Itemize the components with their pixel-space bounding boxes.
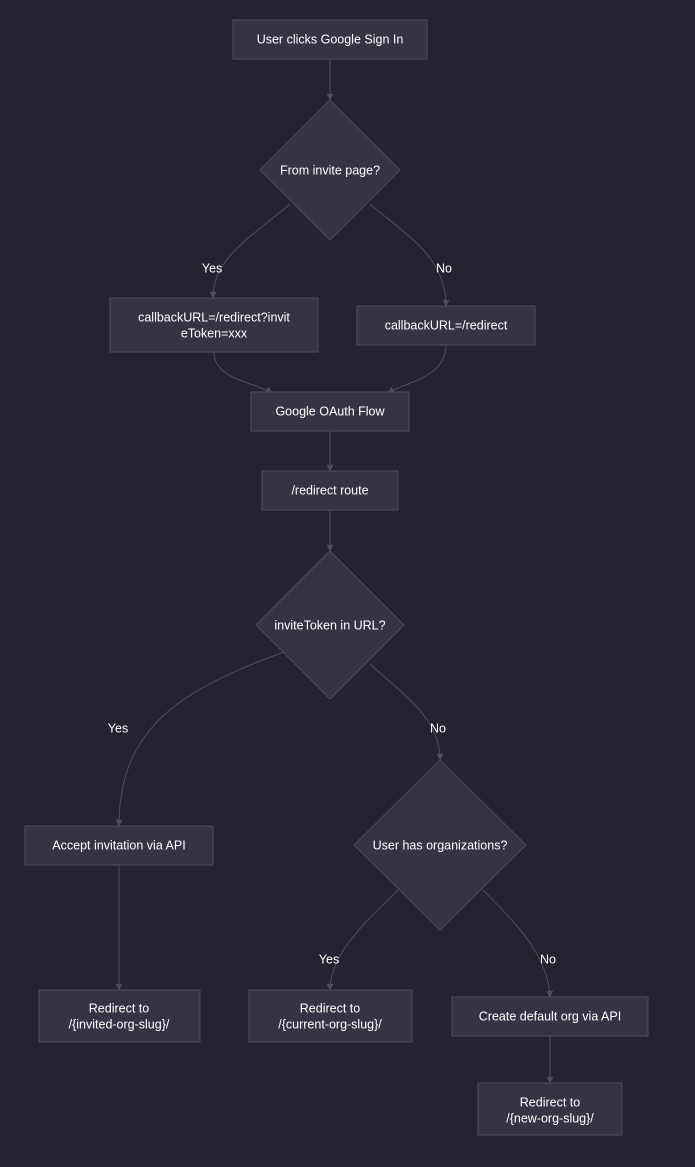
edge-labels: Yes No Yes No Yes No	[108, 261, 556, 966]
redirect-route-label: /redirect route	[291, 483, 368, 497]
edge-label-invite-no: No	[436, 261, 452, 275]
token-check-decision: inviteToken in URL?	[255, 550, 405, 700]
redirect-route-node: /redirect route	[261, 470, 399, 511]
edge-token-no	[369, 663, 444, 761]
callback-invite-label-line2: eToken=xxx	[181, 326, 248, 340]
edge-from-invite-no	[369, 203, 450, 307]
redirect-current-label-line2: /{current-org-slug}/	[278, 1017, 382, 1031]
callback-plain-label: callbackURL=/redirect	[385, 318, 508, 332]
redirect-new-label-line1: Redirect to	[520, 1095, 580, 1109]
edge-callback-invite-to-oauth	[213, 351, 273, 394]
has-orgs-decision: User has organizations?	[353, 759, 527, 931]
has-orgs-decision-label: User has organizations?	[373, 838, 508, 852]
edge-label-token-no: No	[430, 721, 446, 735]
redirect-new-label-line2: /{new-org-slug}/	[506, 1111, 594, 1125]
redirect-invited-label-line2: /{invited-org-slug}/	[69, 1017, 170, 1031]
edges	[115, 59, 554, 1084]
edge-label-orgs-no: No	[540, 952, 556, 966]
edge-label-orgs-yes: Yes	[319, 952, 339, 966]
start-node: User clicks Google Sign In	[232, 19, 428, 60]
from-invite-decision-label: From invite page?	[280, 163, 380, 177]
token-check-decision-label: inviteToken in URL?	[274, 618, 385, 632]
accept-invite-node: Accept invitation via API	[24, 825, 214, 866]
edge-callback-plain-to-oauth	[387, 344, 447, 394]
oauth-node: Google OAuth Flow	[250, 391, 410, 432]
create-org-label: Create default org via API	[479, 1009, 621, 1023]
start-node-label: User clicks Google Sign In	[257, 32, 404, 46]
create-org-node: Create default org via API	[451, 996, 649, 1037]
nodes: User clicks Google Sign In From invite p…	[24, 19, 649, 1136]
edge-orgs-no	[482, 889, 554, 998]
redirect-new-node: Redirect to /{new-org-slug}/	[477, 1082, 623, 1136]
callback-invite-label-line1: callbackURL=/redirect?invit	[138, 310, 290, 324]
callback-plain-node: callbackURL=/redirect	[356, 305, 536, 346]
edge-label-token-yes: Yes	[108, 721, 128, 735]
edge-token-yes	[115, 651, 285, 827]
callback-invite-node: callbackURL=/redirect?invit eToken=xxx	[109, 297, 319, 353]
redirect-invited-node: Redirect to /{invited-org-slug}/	[38, 989, 201, 1043]
oauth-node-label: Google OAuth Flow	[275, 404, 385, 418]
edge-from-invite-yes	[209, 203, 291, 299]
redirect-current-node: Redirect to /{current-org-slug}/	[248, 989, 413, 1043]
redirect-invited-label-line1: Redirect to	[89, 1001, 149, 1015]
from-invite-decision: From invite page?	[259, 99, 401, 241]
redirect-current-label-line1: Redirect to	[300, 1001, 360, 1015]
edge-orgs-yes	[326, 889, 399, 991]
edge-label-invite-yes: Yes	[202, 261, 222, 275]
accept-invite-label: Accept invitation via API	[52, 838, 185, 852]
